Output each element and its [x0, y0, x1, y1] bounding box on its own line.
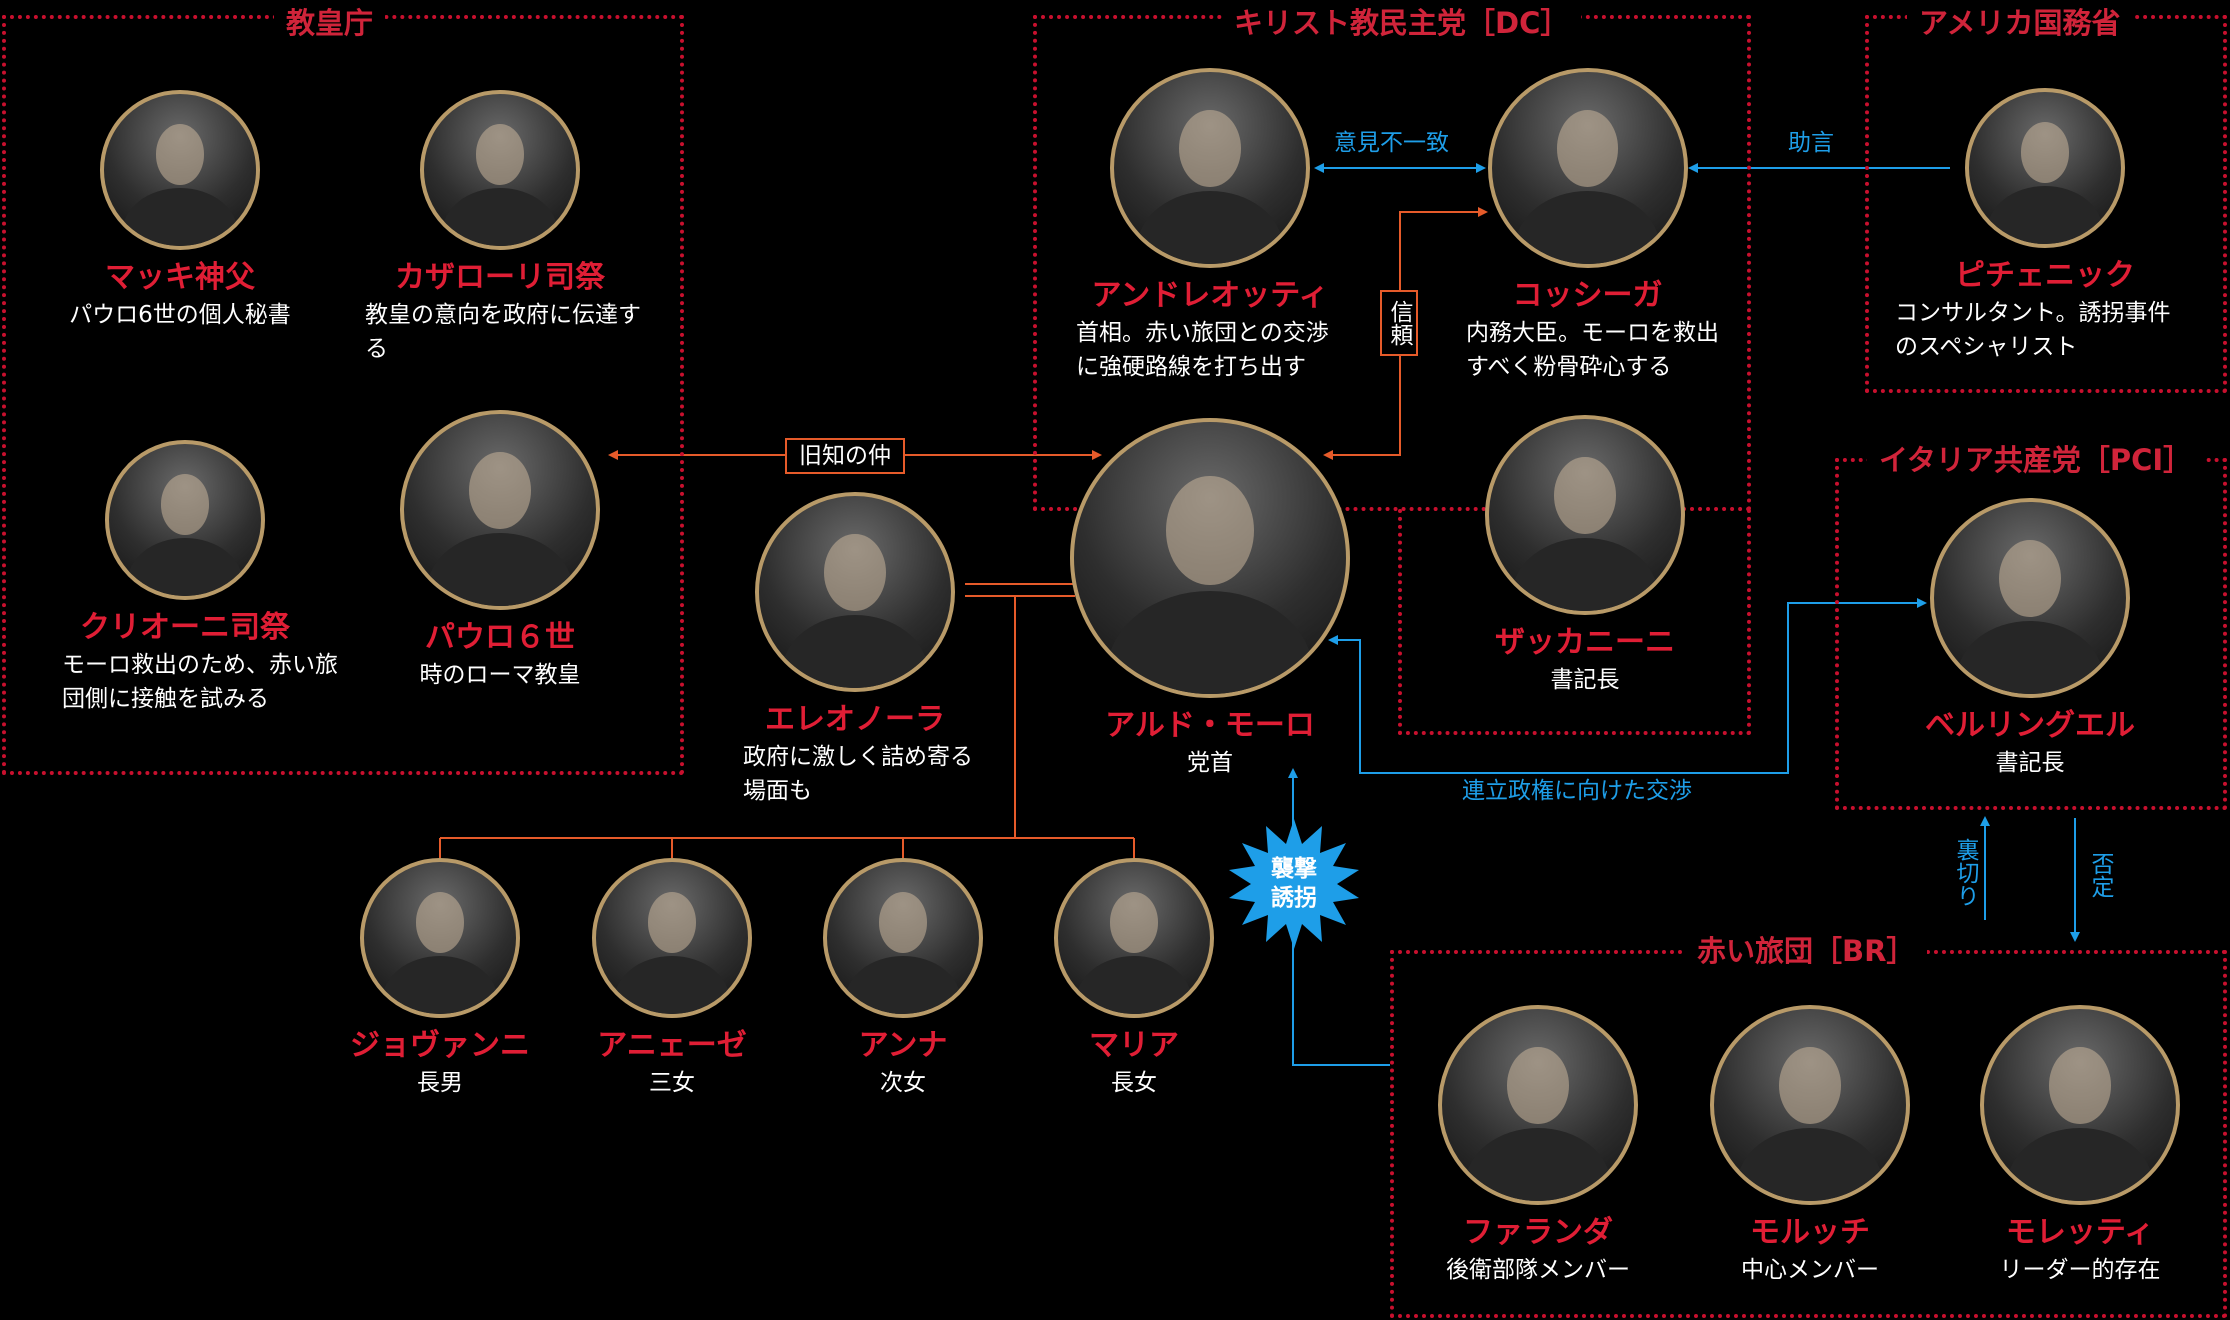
- desc-macchi: パウロ6世の個人秘書: [69, 302, 291, 328]
- portrait-casaroli: [420, 90, 580, 250]
- portrait-curioni: [105, 440, 265, 600]
- desc-eleonora: 政府に激しく詰め寄る場面も: [743, 744, 973, 804]
- person-eleonora: エレオノーラ 政府に激しく詰め寄る場面も: [735, 492, 975, 808]
- name-morucci: モルッチ: [1750, 1215, 1870, 1250]
- person-giovanni: ジョヴァンニ 長男: [340, 858, 540, 1100]
- name-casaroli: カザローリ司祭: [395, 260, 605, 295]
- desc-zaccagnini: 書記長: [1550, 667, 1620, 693]
- name-pieczenik: ピチェニック: [1955, 258, 2135, 293]
- name-paul6: パウロ６世: [425, 620, 575, 655]
- relation-coalition: 連立政権に向けた交渉: [1458, 776, 1696, 806]
- portrait-andreotti: [1110, 68, 1310, 268]
- portrait-moro: [1070, 418, 1350, 698]
- name-moro: アルド・モーロ: [1105, 708, 1315, 743]
- desc-faranda: 後衛部隊メンバー: [1446, 1257, 1630, 1283]
- burst-label: 襲撃 誘拐: [1229, 819, 1359, 949]
- group-label-us: アメリカ国務省: [1907, 6, 2133, 40]
- name-maria: マリア: [1089, 1028, 1179, 1063]
- burst-label-attack: 襲撃: [1271, 856, 1317, 882]
- group-label-br: 赤い旅団［BR］: [1685, 934, 1928, 968]
- portrait-cossiga: [1487, 68, 1688, 268]
- person-moretti: モレッティ リーダー的存在: [1960, 1005, 2200, 1287]
- portrait-anna: [823, 858, 983, 1018]
- attack-kidnap-burst: 襲撃 誘拐: [1229, 819, 1359, 949]
- person-anna: アンナ 次女: [803, 858, 1003, 1100]
- line-coalition: [1328, 598, 1927, 774]
- desc-andreotti: 首相。赤い旅団との交渉に強硬路線を打ち出す: [1076, 320, 1329, 380]
- burst-label-kidnap: 誘拐: [1271, 885, 1317, 911]
- desc-berlinguer: 書記長: [1995, 750, 2065, 776]
- desc-moretti: リーダー的存在: [1999, 1257, 2161, 1283]
- relation-disagree: 意見不一致: [1330, 128, 1453, 158]
- name-faranda: ファランダ: [1463, 1215, 1613, 1250]
- desc-curioni: モーロ救出のため、赤い旅団側に接触を試みる: [62, 652, 338, 712]
- portrait-morucci: [1710, 1005, 1910, 1205]
- group-label-pci: イタリア共産党［PCI］: [1867, 443, 2205, 477]
- name-andreotti: アンドレオッティ: [1091, 278, 1329, 313]
- group-frame-dc-extension: [1398, 509, 1751, 735]
- person-macchi: マッキ神父 パウロ6世の個人秘書: [40, 90, 320, 332]
- person-paul6: パウロ６世 時のローマ教皇: [375, 410, 625, 692]
- name-zaccagnini: ザッカニーニ: [1495, 625, 1675, 660]
- person-faranda: ファランダ 後衛部隊メンバー: [1418, 1005, 1658, 1287]
- desc-cossiga: 内務大臣。モーロを救出すべく粉骨砕心する: [1466, 320, 1719, 380]
- relation-old-friend: 旧知の仲: [785, 438, 905, 474]
- person-andreotti: アンドレオッティ 首相。赤い旅団との交渉に強硬路線を打ち出す: [1070, 68, 1350, 384]
- portrait-moretti: [1980, 1005, 2180, 1205]
- relation-advice: 助言: [1784, 128, 1838, 158]
- name-curioni: クリオーニ司祭: [80, 610, 290, 645]
- desc-maria: 長女: [1111, 1070, 1157, 1096]
- relation-trust: 信頼: [1380, 290, 1418, 356]
- portrait-maria: [1054, 858, 1214, 1018]
- person-berlinguer: ベルリングエル 書記長: [1910, 498, 2150, 780]
- portrait-zaccagnini: [1485, 415, 1685, 615]
- name-agnese: アニェーゼ: [597, 1028, 747, 1063]
- portrait-eleonora: [755, 492, 955, 692]
- name-anna: アンナ: [858, 1028, 948, 1063]
- desc-moro: 党首: [1187, 750, 1233, 776]
- desc-pieczenik: コンサルタント。誘拐事件のスペシャリスト: [1895, 300, 2171, 360]
- group-label-vatican: 教皇庁: [274, 6, 386, 40]
- group-label-dc: キリスト教民主党［DC］: [1222, 6, 1582, 40]
- name-moretti: モレッティ: [2005, 1215, 2155, 1250]
- desc-giovanni: 長男: [417, 1070, 463, 1096]
- person-cossiga: コッシーガ 内務大臣。モーロを救出すべく粉骨砕心する: [1450, 68, 1725, 384]
- name-macchi: マッキ神父: [105, 260, 255, 295]
- desc-anna: 次女: [880, 1070, 926, 1096]
- burst-shape: [1229, 819, 1359, 949]
- name-eleonora: エレオノーラ: [765, 702, 945, 737]
- portrait-agnese: [592, 858, 752, 1018]
- person-zaccagnini: ザッカニーニ 書記長: [1475, 415, 1695, 697]
- relation-deny: 否定: [2085, 852, 2115, 898]
- person-morucci: モルッチ 中心メンバー: [1690, 1005, 1930, 1287]
- portrait-paul6: [400, 410, 600, 610]
- desc-morucci: 中心メンバー: [1741, 1257, 1879, 1283]
- person-maria: マリア 長女: [1034, 858, 1234, 1100]
- desc-casaroli: 教皇の意向を政府に伝達する: [365, 302, 641, 362]
- person-curioni: クリオーニ司祭 モーロ救出のため、赤い旅団側に接触を試みる: [40, 440, 338, 716]
- person-agnese: アニェーゼ 三女: [572, 858, 772, 1100]
- desc-paul6: 時のローマ教皇: [419, 662, 581, 688]
- name-berlinguer: ベルリングエル: [1925, 708, 2135, 743]
- name-cossiga: コッシーガ: [1512, 278, 1663, 313]
- portrait-pieczenik: [1965, 88, 2125, 248]
- relation-betray: 裏切り: [1950, 838, 1980, 907]
- portrait-faranda: [1438, 1005, 1638, 1205]
- person-pieczenik: ピチェニック コンサルタント。誘拐事件のスペシャリスト: [1885, 88, 2205, 364]
- portrait-giovanni: [360, 858, 520, 1018]
- name-giovanni: ジョヴァンニ: [350, 1028, 530, 1063]
- portrait-macchi: [100, 90, 260, 250]
- person-casaroli: カザローリ司祭 教皇の意向を政府に伝達する: [355, 90, 645, 366]
- person-moro: アルド・モーロ 党首: [1060, 418, 1360, 780]
- portrait-berlinguer: [1930, 498, 2130, 698]
- desc-agnese: 三女: [649, 1070, 695, 1096]
